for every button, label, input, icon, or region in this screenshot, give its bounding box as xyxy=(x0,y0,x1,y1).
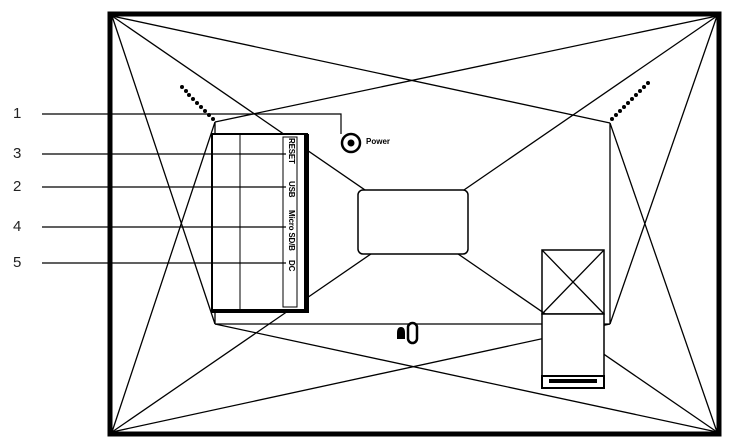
port-panel xyxy=(211,133,309,313)
callout-number-4: 4 xyxy=(13,218,22,235)
power-button xyxy=(340,132,362,154)
frame-diagonals xyxy=(111,15,718,433)
callout-number-1: 1 xyxy=(13,105,22,122)
top-left-bead-edge xyxy=(180,85,215,121)
micro-sd-port-label: Micro SD/B xyxy=(287,210,296,251)
leader-1 xyxy=(42,113,342,134)
callout-number-5: 5 xyxy=(13,254,22,271)
stand xyxy=(541,249,605,389)
top-right-bead-edge xyxy=(610,81,650,121)
callout-number-3: 3 xyxy=(13,145,22,162)
dc-port-label: DC xyxy=(287,260,296,272)
usb-port-label: USB xyxy=(287,181,296,198)
callout-number-2: 2 xyxy=(13,178,22,195)
label-plate xyxy=(357,189,469,255)
frame-outline xyxy=(107,11,722,437)
callout-leaders xyxy=(42,113,342,264)
lock-slot-icon xyxy=(397,321,419,345)
power-label: Power xyxy=(366,137,391,146)
reset-port-label: RESET xyxy=(287,138,296,164)
